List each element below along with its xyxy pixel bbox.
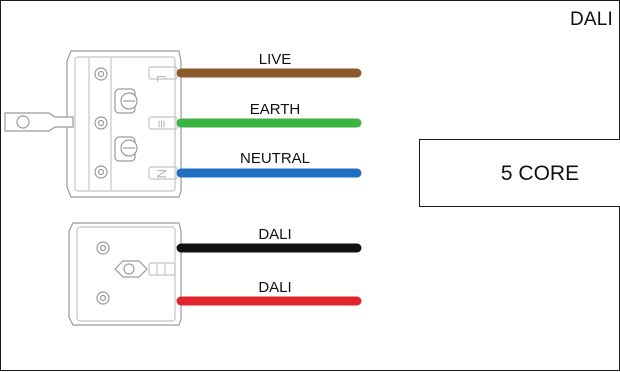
wire-label-dali-1: DALI: [258, 226, 292, 243]
earth-mark: ≡: [154, 120, 170, 128]
screw-icon: [96, 291, 110, 305]
earth-tab-icon: [4, 112, 74, 132]
wire-label-neutral: NEUTRAL: [239, 150, 310, 167]
core-count-box: 5 CORE: [419, 139, 620, 207]
wire-label-live: LIVE: [258, 51, 292, 68]
screw-icon: [94, 67, 108, 81]
wire-label-earth: EARTH: [249, 101, 301, 118]
wire-label-dali-2: DALI: [258, 279, 292, 296]
screw-icon: [94, 116, 108, 130]
mains-connector: [66, 50, 182, 198]
header-label: DALI: [569, 9, 613, 30]
terminal-clamp-icon: [114, 260, 148, 278]
screw-icon: [94, 165, 108, 179]
live-mark: L: [154, 75, 169, 82]
terminal-clamp-icon: [114, 88, 138, 114]
neutral-mark: N: [154, 169, 169, 178]
dali-connector: [68, 222, 182, 326]
screw-icon: [96, 241, 110, 255]
terminal-clamp-icon: [114, 136, 138, 162]
core-count-label: 5 CORE: [500, 162, 580, 185]
